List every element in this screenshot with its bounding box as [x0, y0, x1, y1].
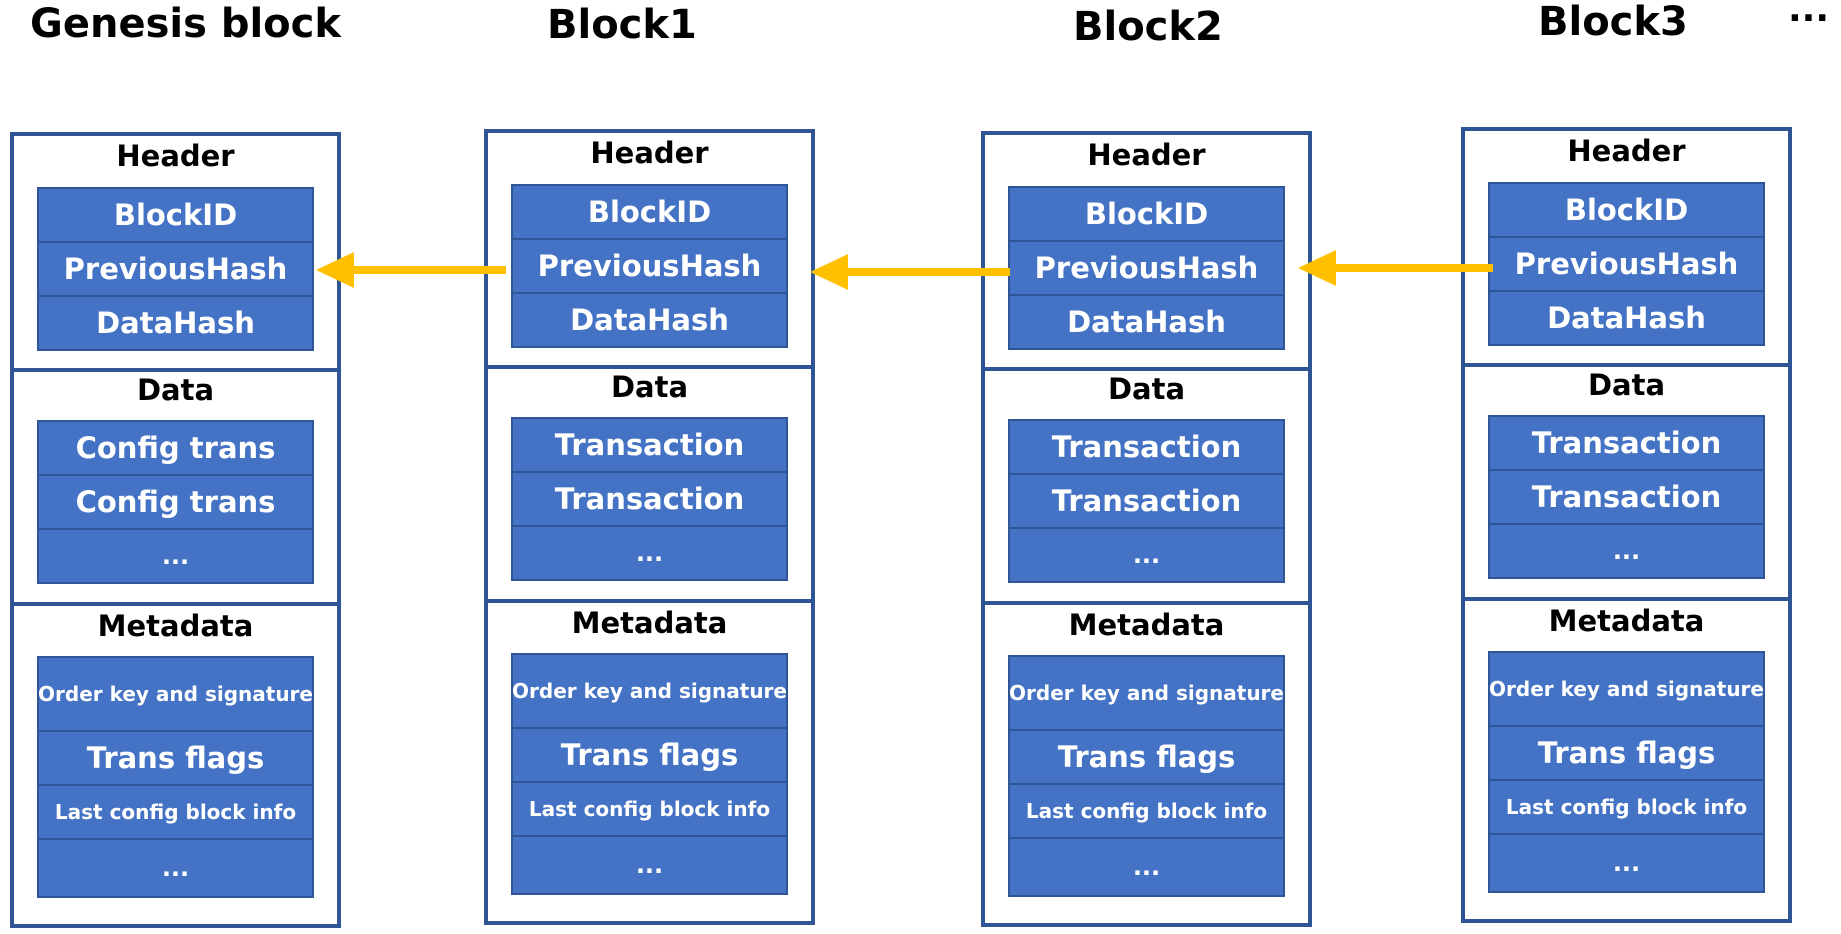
metadata-item: Last config block info	[37, 784, 314, 840]
header-section: Header BlockID PreviousHash DataHash	[10, 132, 341, 372]
previous-hash-field: PreviousHash	[511, 238, 788, 294]
data-section: Data Transaction Transaction ...	[981, 367, 1312, 605]
more-blocks-ellipsis: ...	[1788, 0, 1830, 30]
previous-hash-field: PreviousHash	[1488, 236, 1765, 292]
header-section: Header BlockID PreviousHash DataHash	[484, 129, 815, 369]
header-label: Header	[1567, 134, 1686, 168]
data-item: Transaction	[1008, 473, 1285, 529]
block2: Header BlockID PreviousHash DataHash Dat…	[981, 131, 1312, 927]
data-item: Config trans	[37, 474, 314, 530]
header-label: Header	[116, 139, 235, 173]
metadata-item: Last config block info	[511, 781, 788, 837]
metadata-section: Metadata Order key and signature Trans f…	[484, 599, 815, 925]
data-section: Data Transaction Transaction ...	[1461, 363, 1792, 601]
data-item: Transaction	[1488, 415, 1765, 471]
block3-title: Block3	[1538, 0, 1688, 45]
arrow-block1-to-genesis	[316, 252, 506, 288]
data-section: Data Transaction Transaction ...	[484, 365, 815, 603]
metadata-item: Order key and signature	[37, 656, 314, 732]
block1: Header BlockID PreviousHash DataHash Dat…	[484, 129, 815, 925]
metadata-item: Trans flags	[1008, 729, 1285, 785]
block1-title: Block1	[547, 2, 697, 48]
data-item-ellipsis: ...	[511, 525, 788, 581]
metadata-label: Metadata	[1068, 608, 1225, 642]
data-item-ellipsis: ...	[1008, 527, 1285, 583]
previous-hash-field: PreviousHash	[1008, 240, 1285, 296]
metadata-label: Metadata	[1548, 604, 1705, 638]
arrow-block2-to-block1	[810, 254, 1010, 290]
arrow-block3-to-block2	[1298, 250, 1493, 286]
data-item: Config trans	[37, 420, 314, 476]
data-item: Transaction	[511, 471, 788, 527]
metadata-label: Metadata	[97, 609, 254, 643]
metadata-section: Metadata Order key and signature Trans f…	[981, 601, 1312, 927]
block-id-field: BlockID	[1008, 186, 1285, 242]
header-section: Header BlockID PreviousHash DataHash	[981, 131, 1312, 371]
block-id-field: BlockID	[1488, 182, 1765, 238]
data-hash-field: DataHash	[511, 292, 788, 348]
data-item: Transaction	[511, 417, 788, 473]
data-label: Data	[1587, 368, 1666, 402]
block3: Header BlockID PreviousHash DataHash Dat…	[1461, 127, 1792, 923]
metadata-item-ellipsis: ...	[511, 835, 788, 895]
data-item-ellipsis: ...	[37, 528, 314, 584]
metadata-section: Metadata Order key and signature Trans f…	[10, 602, 341, 928]
previous-hash-field: PreviousHash	[37, 241, 314, 297]
metadata-item: Last config block info	[1488, 779, 1765, 835]
metadata-item: Order key and signature	[1488, 651, 1765, 727]
data-item: Transaction	[1008, 419, 1285, 475]
block-id-field: BlockID	[37, 187, 314, 243]
header-label: Header	[590, 136, 709, 170]
genesis-block-title: Genesis block	[30, 1, 341, 47]
metadata-item: Order key and signature	[511, 653, 788, 729]
metadata-label: Metadata	[571, 606, 728, 640]
metadata-item: Trans flags	[511, 727, 788, 783]
data-label: Data	[610, 370, 689, 404]
metadata-section: Metadata Order key and signature Trans f…	[1461, 597, 1792, 923]
block-id-field: BlockID	[511, 184, 788, 240]
data-item-ellipsis: ...	[1488, 523, 1765, 579]
metadata-item: Trans flags	[1488, 725, 1765, 781]
data-section: Data Config trans Config trans ...	[10, 368, 341, 606]
data-label: Data	[1107, 372, 1186, 406]
metadata-item: Trans flags	[37, 730, 314, 786]
block2-title: Block2	[1073, 4, 1223, 50]
data-hash-field: DataHash	[37, 295, 314, 351]
metadata-item: Last config block info	[1008, 783, 1285, 839]
metadata-item-ellipsis: ...	[1488, 833, 1765, 893]
genesis-block: Header BlockID PreviousHash DataHash Dat…	[10, 132, 341, 928]
data-hash-field: DataHash	[1008, 294, 1285, 350]
data-item: Transaction	[1488, 469, 1765, 525]
metadata-item: Order key and signature	[1008, 655, 1285, 731]
header-section: Header BlockID PreviousHash DataHash	[1461, 127, 1792, 367]
metadata-item-ellipsis: ...	[1008, 837, 1285, 897]
data-hash-field: DataHash	[1488, 290, 1765, 346]
data-label: Data	[136, 373, 215, 407]
header-label: Header	[1087, 138, 1206, 172]
metadata-item-ellipsis: ...	[37, 838, 314, 898]
